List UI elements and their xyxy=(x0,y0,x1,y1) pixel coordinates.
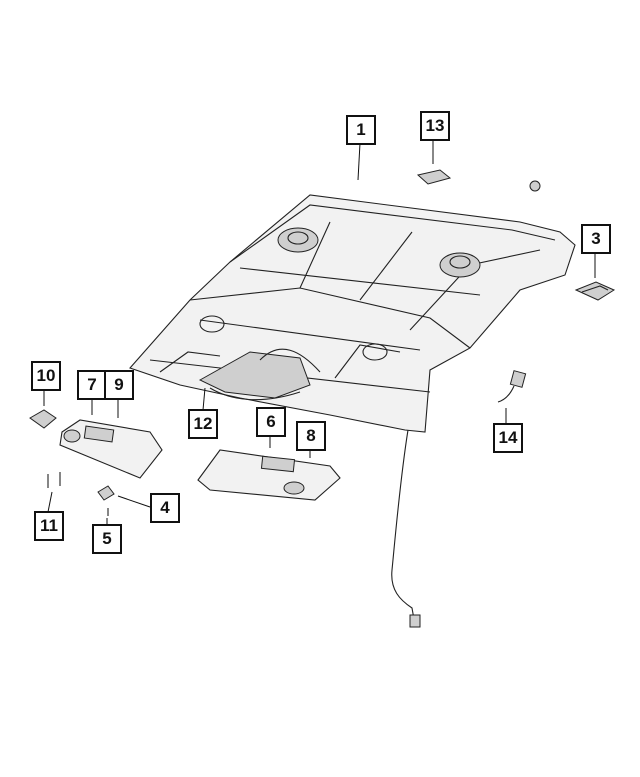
callout-11[interactable]: 11 xyxy=(34,511,64,541)
dome-lamp-front xyxy=(277,227,319,253)
screws-part-11 xyxy=(47,472,61,488)
callout-9[interactable]: 9 xyxy=(104,370,134,400)
headliner-mount-cups xyxy=(199,315,388,361)
sun-visor-left xyxy=(59,419,163,479)
lamp-part-3 xyxy=(574,281,616,301)
wire-harness xyxy=(391,429,421,628)
callout-5[interactable]: 5 xyxy=(92,524,122,554)
connector-part-14 xyxy=(497,370,527,403)
callout-8[interactable]: 8 xyxy=(296,421,326,451)
overhead-console-wiring xyxy=(198,348,321,401)
callout-12[interactable]: 12 xyxy=(188,409,218,439)
visor-clip-part-4 xyxy=(97,485,115,501)
callout-14[interactable]: 14 xyxy=(493,423,523,453)
sun-visor-right xyxy=(197,449,341,501)
visor-bracket-part-10 xyxy=(29,409,57,429)
headliner-panel xyxy=(129,194,576,433)
callout-4[interactable]: 4 xyxy=(150,493,180,523)
callout-10[interactable]: 10 xyxy=(31,361,61,391)
callout-6[interactable]: 6 xyxy=(256,407,286,437)
clip-part xyxy=(529,180,541,192)
dome-lamp-rear xyxy=(439,252,481,278)
callout-13[interactable]: 13 xyxy=(420,111,450,141)
callout-7[interactable]: 7 xyxy=(77,370,107,400)
callout-1[interactable]: 1 xyxy=(346,115,376,145)
callout-3[interactable]: 3 xyxy=(581,224,611,254)
reading-lamp-part-13 xyxy=(416,169,452,185)
leader-lines xyxy=(43,139,596,524)
